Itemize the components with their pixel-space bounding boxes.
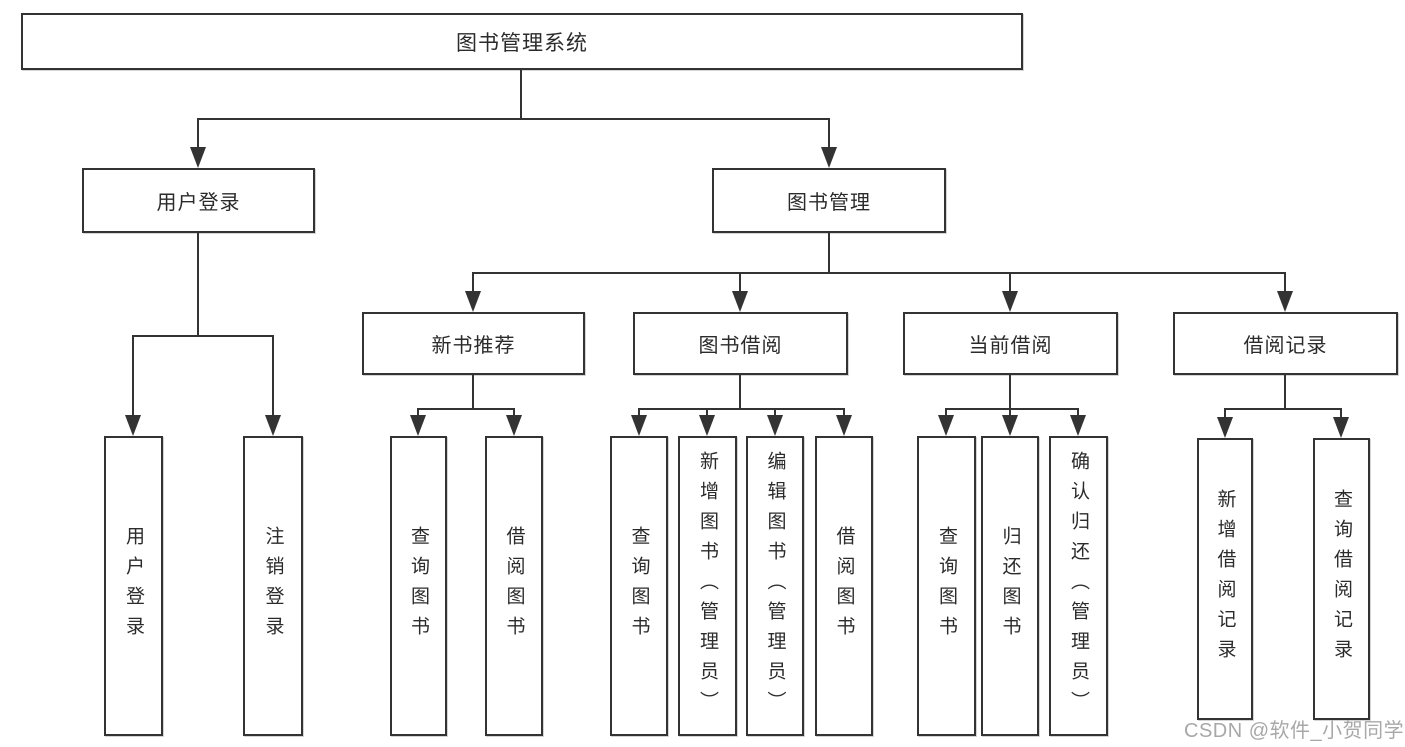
leaf-label: 借阅图书 <box>503 526 525 646</box>
arrowhead-icon <box>836 415 852 436</box>
arrowhead-icon <box>1277 291 1293 312</box>
arrowhead-icon <box>1002 291 1018 312</box>
connector-current-stem <box>1009 375 1011 408</box>
connector-root-rail <box>197 118 830 120</box>
connector-arrow-shaft <box>472 272 474 294</box>
node-label: 借阅记录 <box>1243 335 1328 357</box>
leaf-borrow-books-recommend: 借阅图书 <box>485 436 543 736</box>
arrowhead-icon <box>699 415 715 436</box>
connector-arrow-shaft <box>739 272 741 294</box>
connector-records-stem <box>1284 375 1286 408</box>
connector-userlogin-stem <box>197 233 199 335</box>
leaf-return-books: 归还图书 <box>981 436 1039 736</box>
arrowhead-icon <box>125 415 141 436</box>
arrowhead-icon <box>821 147 837 168</box>
connector-bookmgmt-stem <box>828 233 830 272</box>
connector-arrow-shaft <box>1224 408 1226 420</box>
leaf-label: 确认归还（管理员） <box>1068 451 1089 721</box>
node-new-book-recommend: 新书推荐 <box>362 312 585 375</box>
node-current-borrowing: 当前借阅 <box>903 312 1118 375</box>
leaf-label: 注销登录 <box>262 526 284 646</box>
connector-arrow-shaft <box>1284 272 1286 294</box>
connector-arrow-shaft <box>197 118 199 151</box>
connector-borrow-rail <box>638 408 845 410</box>
arrowhead-icon <box>410 415 426 436</box>
leaf-label: 查询借阅记录 <box>1331 489 1352 669</box>
leaf-label: 查询图书 <box>936 526 957 646</box>
leaf-add-books-admin: 新增图书（管理员） <box>678 436 737 736</box>
connector-root-stem <box>520 70 522 118</box>
leaf-label: 查询图书 <box>408 526 429 646</box>
node-label: 新书推荐 <box>431 335 516 357</box>
connector-arrow-shaft <box>513 408 515 418</box>
connector-arrow-shaft <box>417 408 419 418</box>
arrowhead-icon <box>1002 415 1018 436</box>
leaf-label: 借阅图书 <box>833 526 855 646</box>
connector-arrow-shaft <box>828 118 830 151</box>
leaf-edit-books-admin: 编辑图书（管理员） <box>746 436 804 736</box>
node-label: 用户登录 <box>156 192 241 214</box>
leaf-user-login: 用户登录 <box>104 436 163 736</box>
node-label: 图书管理 <box>787 192 871 214</box>
arrowhead-icon <box>265 415 281 436</box>
connector-arrow-shaft <box>843 408 845 418</box>
node-book-borrowing: 图书借阅 <box>633 312 848 375</box>
arrowhead-icon <box>1070 415 1086 436</box>
connector-arrow-shaft <box>945 408 947 418</box>
leaf-label: 查询图书 <box>628 526 650 646</box>
node-label: 当前借阅 <box>968 335 1053 357</box>
arrowhead-icon <box>631 415 647 436</box>
node-label: 图书管理系统 <box>456 31 588 55</box>
connector-arrow-shaft <box>1340 408 1342 420</box>
arrowhead-icon <box>767 415 783 436</box>
connector-arrow-shaft <box>774 408 776 418</box>
node-borrowing-records: 借阅记录 <box>1173 312 1398 375</box>
arrowhead-icon <box>1217 417 1233 438</box>
connector-records-rail <box>1224 408 1342 410</box>
connector-arrow-shaft <box>272 335 274 417</box>
connector-arrow-shaft <box>638 408 640 418</box>
connector-bookmgmt-rail <box>472 272 1286 274</box>
leaf-borrow-books: 借阅图书 <box>815 436 873 736</box>
arrowhead-icon <box>465 291 481 312</box>
arrowhead-icon <box>506 415 522 436</box>
connector-newbook-rail <box>417 408 514 410</box>
connector-current-rail <box>945 408 1079 410</box>
leaf-logout: 注销登录 <box>243 436 303 736</box>
connector-arrow-shaft <box>1077 408 1079 418</box>
node-label: 图书借阅 <box>698 335 783 357</box>
leaf-label: 新增借阅记录 <box>1214 489 1236 669</box>
leaf-query-books-recommend: 查询图书 <box>390 436 447 736</box>
node-library-management-system: 图书管理系统 <box>21 13 1023 70</box>
arrowhead-icon <box>1333 417 1349 438</box>
connector-borrow-stem <box>739 375 741 408</box>
leaf-query-borrow-record: 查询借阅记录 <box>1313 438 1370 720</box>
arrowhead-icon <box>732 291 748 312</box>
leaf-add-borrow-record: 新增借阅记录 <box>1197 438 1253 720</box>
leaf-label: 用户登录 <box>123 526 144 646</box>
csdn-watermark: CSDN @软件_小贺同学 <box>1184 720 1405 742</box>
node-user-login: 用户登录 <box>82 168 315 233</box>
connector-arrow-shaft <box>706 408 708 418</box>
arrowhead-icon <box>938 415 954 436</box>
node-book-management: 图书管理 <box>712 168 946 233</box>
connector-userlogin-rail <box>132 335 273 337</box>
leaf-confirm-return-admin: 确认归还（管理员） <box>1049 436 1108 736</box>
leaf-query-books-current: 查询图书 <box>917 436 976 736</box>
connector-arrow-shaft <box>132 335 134 417</box>
leaf-label: 新增图书（管理员） <box>697 451 718 721</box>
leaf-label: 编辑图书（管理员） <box>764 451 786 721</box>
connector-arrow-shaft <box>1009 408 1011 418</box>
arrowhead-icon <box>190 147 206 168</box>
connector-newbook-stem <box>472 375 474 408</box>
connector-arrow-shaft <box>1009 272 1011 294</box>
leaf-query-books-borrow: 查询图书 <box>610 436 668 736</box>
leaf-label: 归还图书 <box>999 526 1021 646</box>
